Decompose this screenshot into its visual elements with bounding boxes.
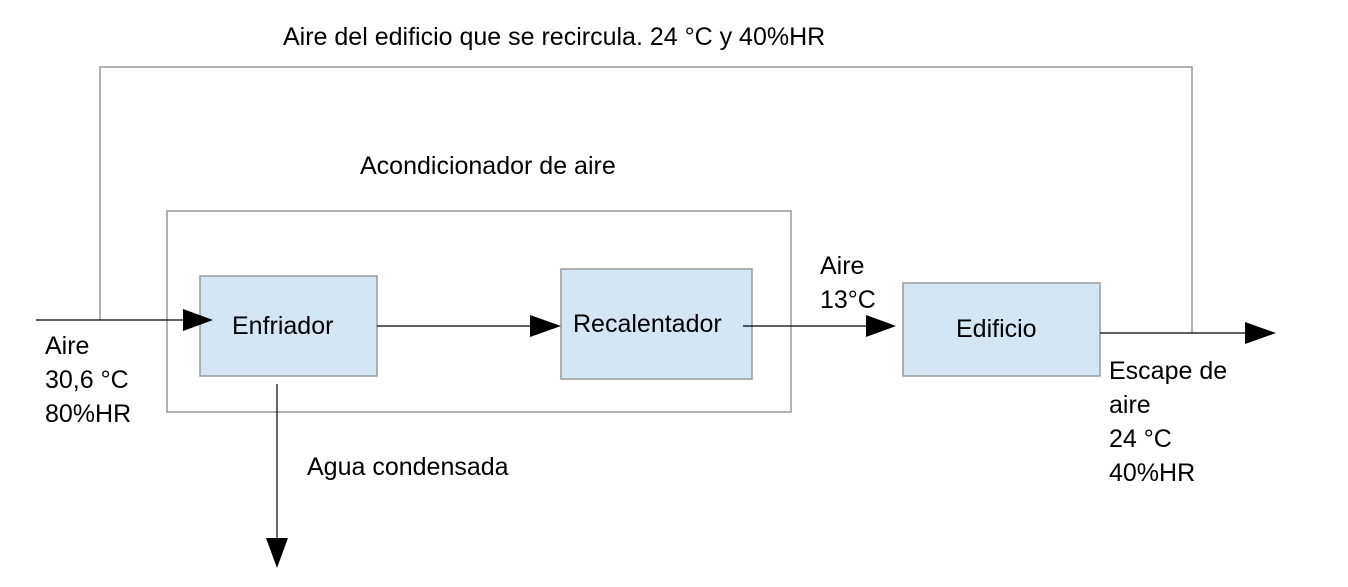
air-conditioner-label: Acondicionador de aire [360,152,616,180]
supply-label-line2: 13°C [820,286,876,314]
inlet-label-line1: Aire [45,332,90,360]
supply-label-line1: Aire [820,252,865,280]
exhaust-label-line1: Escape de [1109,357,1228,385]
cooler-label: Enfriador [232,312,334,340]
recirculation-label: Aire del edificio que se recircula. 24 °… [283,23,826,51]
building-block [902,282,1101,377]
inlet-label-line3: 80%HR [45,400,132,428]
cooler-block [199,275,378,377]
exhaust-label-line3: 24 °C [1109,425,1172,453]
cooler-to-reheater-arrowhead [530,315,561,337]
reheater-block [560,268,753,380]
building-label: Edificio [956,315,1037,343]
inlet-arrowhead [183,309,213,331]
recirculation-line [99,66,1193,333]
condensate-label: Agua condensada [307,453,509,481]
exhaust-arrowhead [1245,322,1276,344]
exhaust-label-line4: 40%HR [1109,459,1196,487]
exhaust-label-line2: aire [1109,391,1151,419]
reheater-to-building-arrowhead [866,315,896,337]
condensate-arrowhead [266,538,288,568]
inlet-label-line2: 30,6 °C [45,366,129,394]
reheater-label: Recalentador [573,310,722,338]
air-conditioner-frame [166,210,792,413]
